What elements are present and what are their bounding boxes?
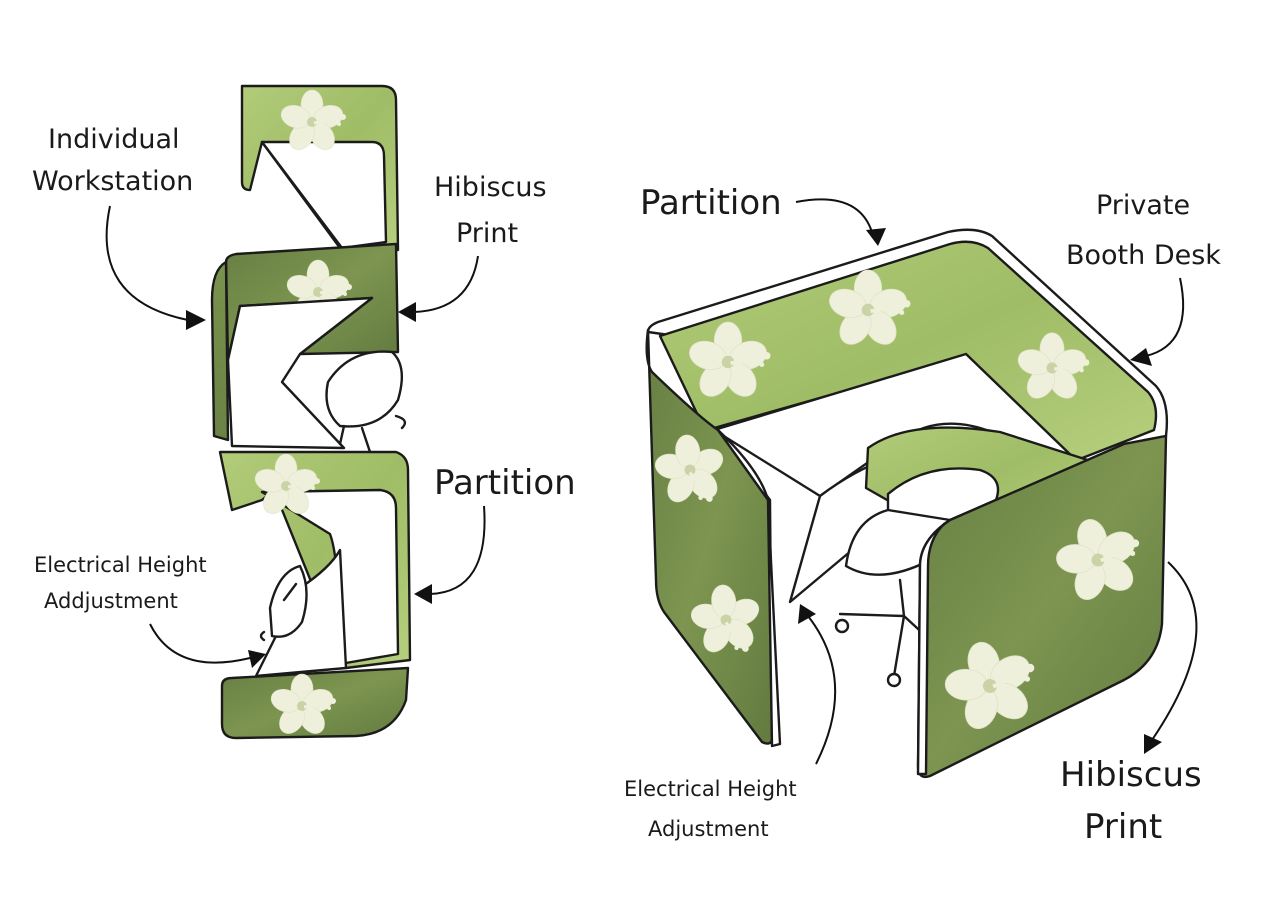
arrow-icon [1151,561,1198,741]
arrow-icon [1145,277,1185,357]
arrow-icon [105,205,189,321]
svg-text:Print: Print [456,218,518,249]
svg-text:Booth Desk: Booth Desk [1066,240,1221,271]
right-label-hibiscus: Hibiscus Print [1060,561,1202,847]
svg-text:Electrical Height: Electrical Height [34,553,207,577]
left-figure [210,84,412,740]
arrow-icon [429,505,486,595]
left-label-hibiscus: Hibiscus Print [398,172,547,322]
svg-text:Workstation: Workstation [32,166,193,197]
booth-left-edge [716,428,782,748]
panel-side-upper [210,260,230,442]
svg-text:Individual: Individual [48,124,180,155]
panel-cutout-top [260,140,388,250]
right-figure [640,228,1169,779]
desk-surface-upper [226,296,374,450]
arrow-icon [149,623,251,664]
office-chair-icon [325,350,407,454]
svg-text:Electrical Height: Electrical Height [624,777,797,801]
booth-right-edge [916,518,952,776]
right-label-height: Electrical Height Adjustment [624,604,837,841]
arrow-icon [413,255,479,313]
svg-text:Partition: Partition [434,463,576,503]
right-label-booth-desk: Private Booth Desk [1066,190,1221,366]
office-chair-icon [259,564,308,642]
svg-text:Adjustment: Adjustment [648,817,769,841]
arrow-icon [807,615,837,765]
left-label-workstation: Individual Workstation [32,124,206,330]
svg-text:Hibiscus: Hibiscus [1060,755,1202,795]
svg-text:Hibiscus: Hibiscus [434,172,547,203]
left-label-partition: Partition [414,463,576,604]
svg-text:Addjustment: Addjustment [44,589,178,613]
arrow-icon [795,198,873,233]
left-label-height: Electrical Height Addjustment [34,553,266,668]
right-label-partition: Partition [640,183,886,246]
svg-text:Print: Print [1084,807,1162,847]
svg-text:Partition: Partition [640,183,782,223]
svg-text:Private: Private [1096,190,1190,221]
